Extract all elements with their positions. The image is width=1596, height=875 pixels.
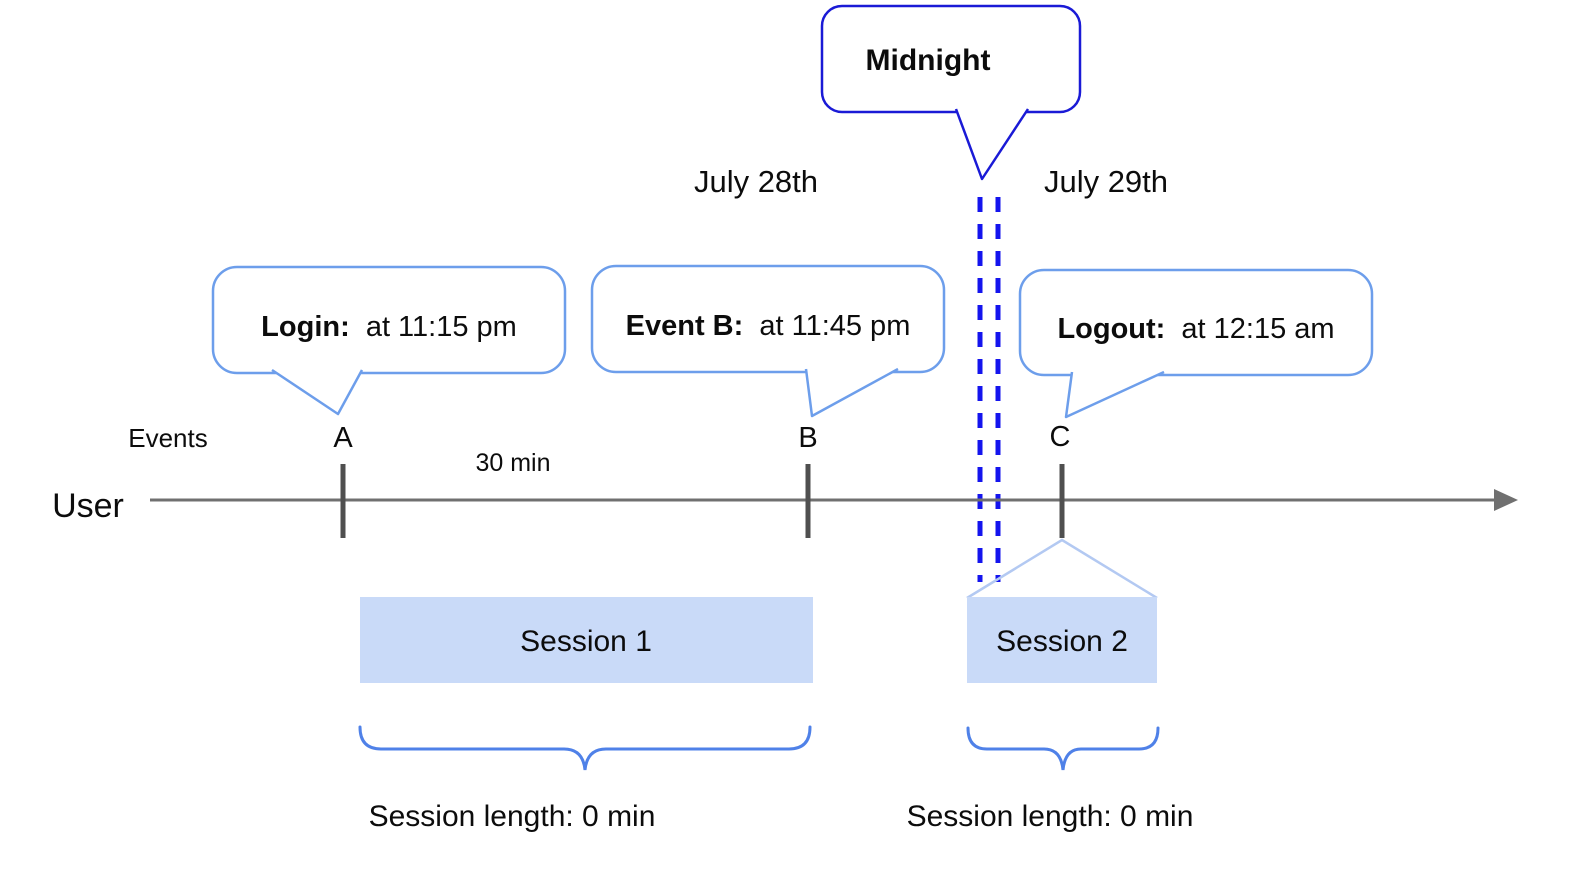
- session-2-length-label: Session length: 0 min: [907, 800, 1194, 833]
- logout-callout-bubble: [1018, 268, 1374, 377]
- timeline-arrowhead-icon: [1494, 489, 1518, 511]
- logout-callout-time: at 12:15 am: [1181, 313, 1334, 345]
- midnight-callout-label: Midnight: [866, 44, 991, 77]
- login-callout-tail: [271, 368, 364, 416]
- event-b-letter: B: [798, 422, 817, 454]
- session-2-rect: [967, 597, 1157, 683]
- logout-callout: Logout: at 12:15 am: [1018, 268, 1374, 419]
- login-callout-text: Login: at 11:15 pm: [261, 311, 517, 343]
- event-b-callout-tail: [804, 367, 899, 418]
- interval-label: 30 min: [475, 449, 550, 477]
- session-1-brace: [358, 725, 812, 771]
- event-b-callout-label: Event B:: [626, 310, 744, 342]
- midnight-divider: [977, 197, 1001, 582]
- logout-callout-tail: [1064, 370, 1165, 419]
- session-1-bar: Session 1: [360, 597, 813, 683]
- event-b-callout: Event B: at 11:45 pm: [590, 264, 946, 418]
- event-c-letter: C: [1050, 421, 1071, 453]
- midnight-callout-tail: [954, 108, 1030, 181]
- session-2-brace: [966, 726, 1160, 771]
- timeline-axis: [150, 464, 1518, 538]
- logout-callout-label: Logout:: [1057, 313, 1165, 345]
- login-callout-label: Login:: [261, 311, 350, 343]
- session-1-rect: [360, 597, 813, 683]
- events-row-label: Events: [128, 423, 208, 453]
- session-2-bar: Session 2: [967, 597, 1157, 683]
- login-callout-time: at 11:15 pm: [366, 311, 517, 343]
- date-label-july-28: July 28th: [694, 164, 818, 199]
- event-b-callout-text: Event B: at 11:45 pm: [626, 310, 911, 342]
- user-label: User: [52, 487, 124, 525]
- logout-callout-text: Logout: at 12:15 am: [1057, 313, 1334, 345]
- midnight-callout-bubble: [820, 4, 1082, 114]
- session-2-label: Session 2: [996, 625, 1128, 658]
- midnight-callout: Midnight: [820, 4, 1082, 181]
- event-b-callout-bubble: [590, 264, 946, 374]
- session-1-length-label: Session length: 0 min: [369, 800, 656, 833]
- event-b-callout-time: at 11:45 pm: [759, 310, 910, 342]
- date-label-july-29: July 29th: [1044, 164, 1168, 199]
- session-1-label: Session 1: [520, 625, 652, 658]
- login-callout: Login: at 11:15 pm: [211, 265, 567, 416]
- event-a-letter: A: [333, 422, 353, 454]
- session-2-chevron: [966, 538, 1158, 600]
- login-callout-bubble: [211, 265, 567, 375]
